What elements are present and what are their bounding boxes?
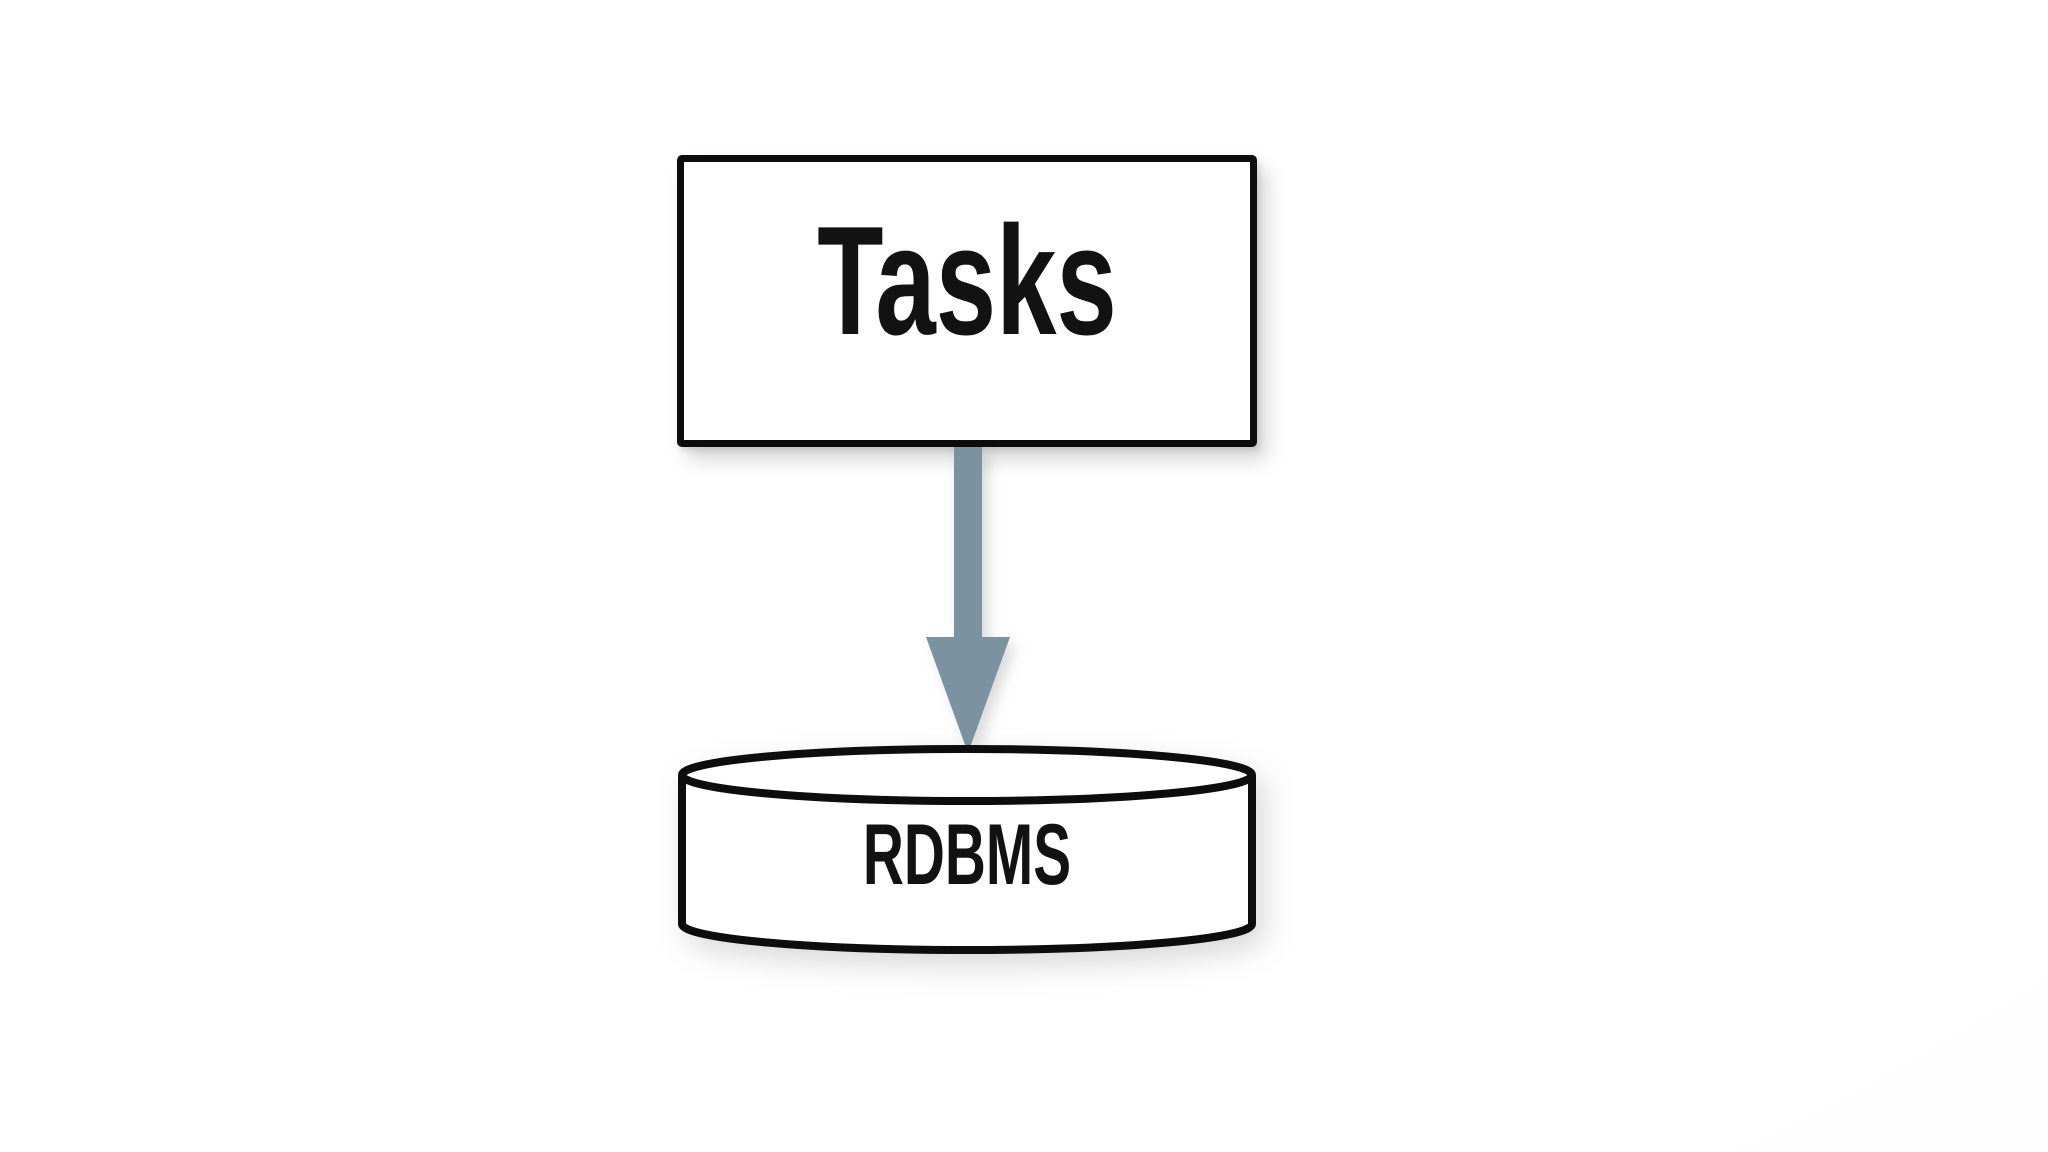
cylinder-top-ellipse [678,745,1256,805]
node-rdbms [678,745,1256,954]
edge-tasks-to-rdbms [926,447,1010,753]
node-tasks-label: Tasks [817,194,1117,367]
down-arrow-icon [926,447,1010,753]
node-tasks [677,155,1257,447]
node-rdbms-label: RDBMS [862,807,1072,903]
